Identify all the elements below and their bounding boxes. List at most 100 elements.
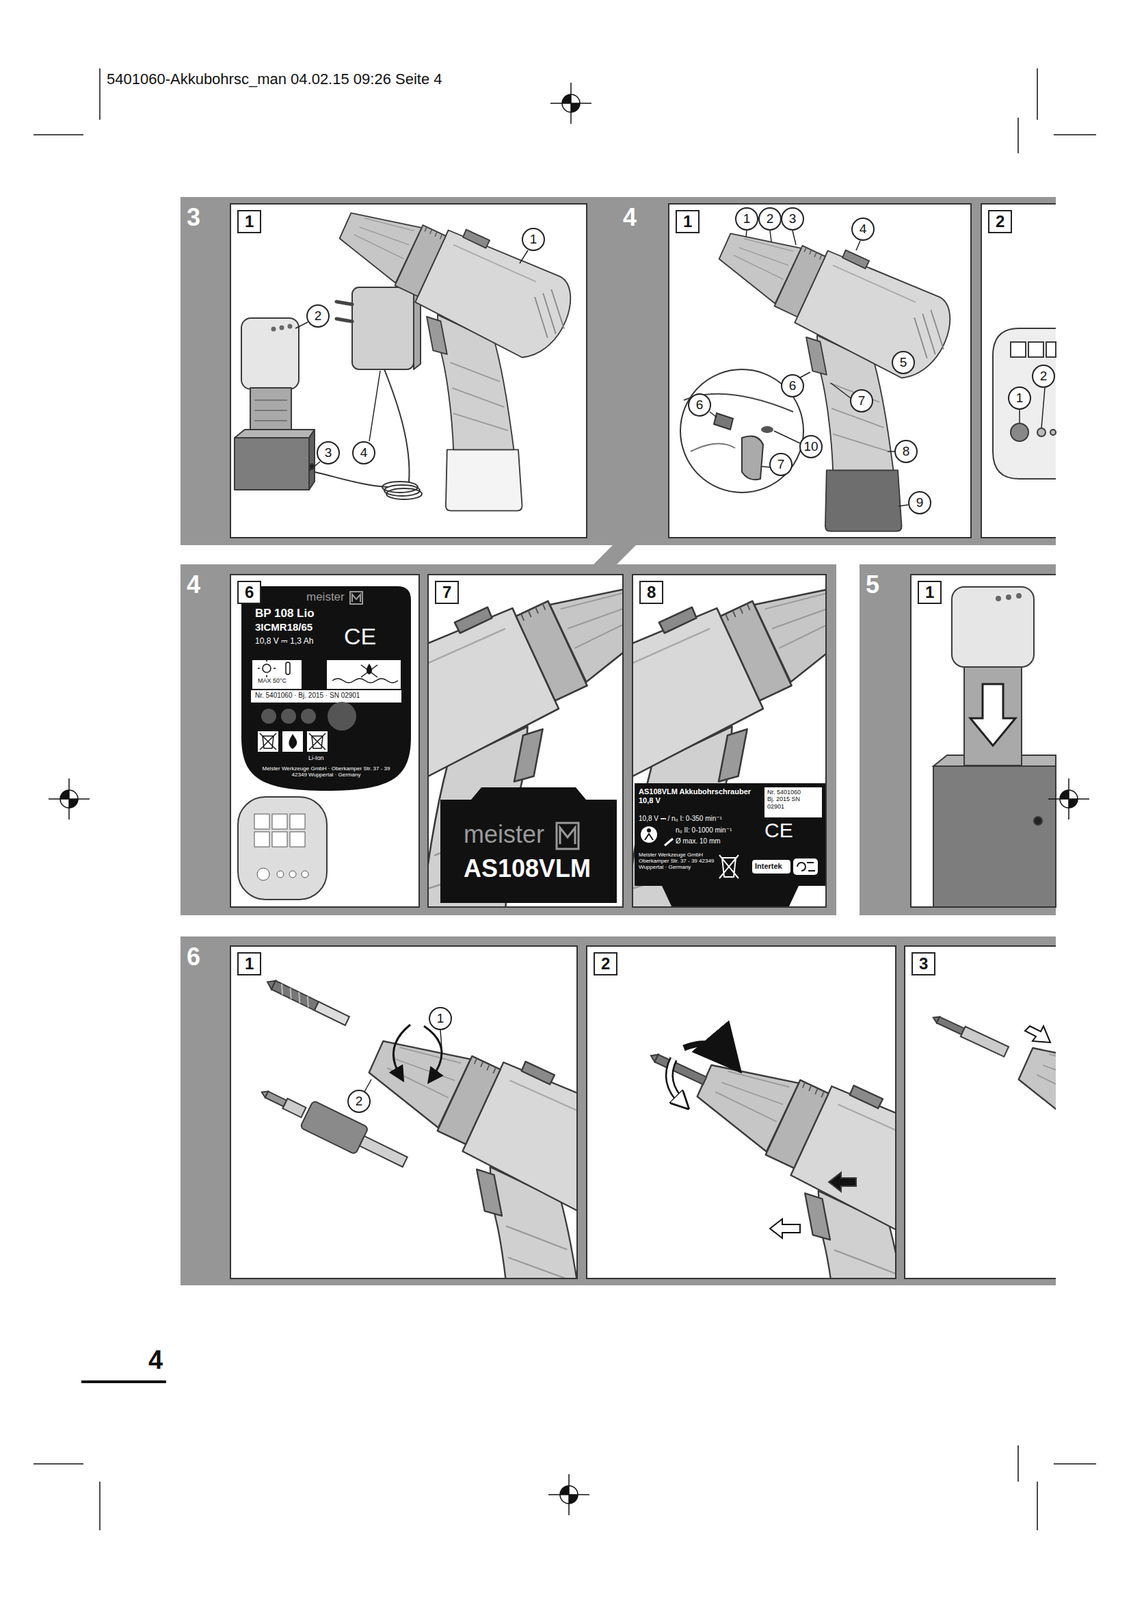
rotation-direction: [648, 1051, 707, 1085]
section-band: 31: [180, 196, 617, 545]
label-text: Meister Werkzeuge GmbH Oberkamper Str. 3…: [638, 851, 716, 871]
crop-marks: [33, 1463, 100, 1530]
control-field: [992, 328, 1056, 479]
battery-plate: [289, 733, 298, 749]
label-text: meister: [463, 819, 545, 848]
callout-number: 1: [1007, 386, 1032, 410]
leader-lines: [761, 466, 770, 468]
callout-number: 10: [799, 434, 823, 459]
leader-lines: [295, 322, 308, 329]
charging-scene: [352, 287, 414, 370]
figure-number: 8: [639, 580, 664, 604]
panel-borders: [981, 203, 1056, 538]
battery-plate: [332, 678, 398, 683]
figure-number: 7: [434, 580, 459, 604]
charging-scene: [314, 471, 389, 487]
label-text: AS108VLM: [463, 854, 591, 883]
callout-number: 5: [891, 350, 915, 375]
rotation-direction: [669, 1058, 683, 1103]
battery-insertion: [970, 683, 1016, 746]
panel-grounds: [910, 574, 1056, 907]
callout-number: 4: [851, 217, 875, 241]
battery-plate: [327, 701, 357, 731]
type-plate: [546, 583, 870, 1000]
label-text: Ø max. 10 mm: [675, 836, 721, 846]
battery-plate: [281, 708, 297, 724]
screwdriving: [1025, 1025, 1051, 1043]
screwdriving: [1018, 1047, 1056, 1279]
type-plate: [764, 787, 822, 818]
tool-insertion: [393, 1024, 411, 1075]
tool-insertion: [255, 1078, 412, 1176]
leader-lines: [295, 230, 1045, 1092]
figure-panel: 1: [910, 574, 1056, 907]
figure-number: 2: [988, 209, 1013, 234]
rotation-direction: [648, 1043, 983, 1433]
rating-label: meisterAS108VLM: [440, 787, 617, 903]
panel-borders: [428, 574, 623, 907]
charging-scene: [271, 326, 277, 332]
brand-plate: [440, 787, 617, 903]
battery-plate: [254, 831, 270, 847]
page-number: 4: [148, 1345, 163, 1375]
rating-label: AS108VLM Akkubohrschrauber 10,8 V10,8 V …: [634, 782, 827, 908]
type-plate: [793, 858, 818, 875]
battery-plate: [257, 730, 279, 752]
panel-borders: [230, 203, 587, 538]
callout-number: 1: [735, 207, 759, 231]
battery-plate: [350, 591, 363, 604]
leader-lines: [440, 1029, 442, 1048]
label-text: Intertek: [754, 861, 783, 871]
rotation-direction: [654, 1054, 707, 1085]
registration-marks: [550, 82, 592, 124]
figure-number: 1: [675, 209, 700, 234]
type-plate: [632, 583, 827, 907]
charging-scene: [309, 429, 315, 490]
battery-plate: [257, 867, 270, 881]
control-field: [1010, 423, 1029, 442]
battery-insertion: [964, 666, 1022, 766]
rotation-direction: [769, 1218, 801, 1238]
leader-lines: [1018, 409, 1021, 423]
leader-lines: [519, 250, 528, 264]
battery-plate: [257, 659, 276, 677]
battery-plate: [254, 813, 270, 829]
battery-plate: [352, 594, 361, 602]
panel-borders: [230, 203, 1056, 1279]
callout-number: 9: [908, 490, 932, 515]
section-bands: [616, 196, 1056, 545]
figure-panel: 6meisterBP 108 Lio3ICMR18/6510,8 V ⎓ 1,3…: [230, 574, 420, 907]
panel-grounds: [668, 203, 971, 538]
brand-plate: [428, 583, 623, 907]
crop-marks: [1018, 68, 1097, 154]
panel-borders: [910, 574, 1056, 907]
callout-number: 2: [306, 304, 330, 328]
battery-plate: [361, 664, 378, 677]
panel-grounds: [904, 945, 1056, 1279]
registration-marks: [1048, 778, 1090, 820]
battery-insertion: [933, 586, 1056, 907]
drill-overview: [713, 413, 734, 430]
drill-overview: [680, 369, 804, 493]
figure-panel: 2: [586, 945, 896, 1279]
panel-borders: [230, 574, 420, 907]
type-plate: [646, 828, 651, 833]
screwdriving: [1018, 1047, 1056, 1279]
panel-borders: [904, 945, 1056, 1279]
battery-plate: [276, 870, 284, 878]
panel-grounds: [981, 203, 1056, 538]
tool-insertion: [359, 1135, 408, 1167]
leader-lines: [709, 411, 717, 418]
label-text: meister: [306, 590, 345, 604]
figure-number: 1: [237, 951, 262, 976]
leader-lines: [1041, 387, 1045, 429]
label-text: CE: [764, 818, 794, 843]
battery-insertion: [1005, 594, 1012, 600]
screwdriving: [930, 1012, 1131, 1416]
battery-plate: [237, 586, 411, 900]
charging-scene: [339, 212, 571, 511]
brand-plate: [560, 827, 576, 844]
panel-grounds: [230, 574, 420, 907]
battery-plate: [261, 708, 277, 724]
